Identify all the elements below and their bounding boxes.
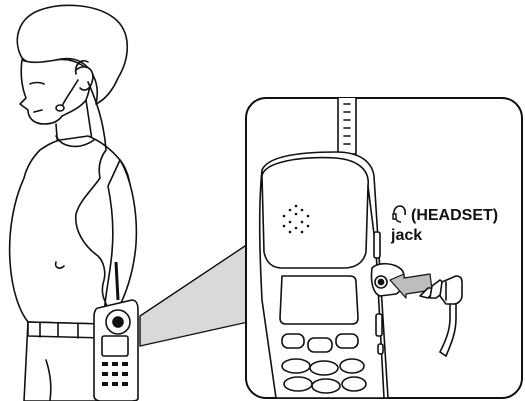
earpiece (262, 158, 368, 268)
zoom-connector (140, 244, 248, 346)
antenna (338, 98, 356, 154)
headset-jack-label-line2: jack (391, 226, 498, 246)
headset-jack-label-line1: (HEADSET) (411, 207, 498, 224)
headset-jack-label: (HEADSET) jack (391, 205, 498, 246)
keypad (282, 334, 366, 393)
headset-icon (391, 205, 407, 223)
phone-display (280, 276, 358, 324)
